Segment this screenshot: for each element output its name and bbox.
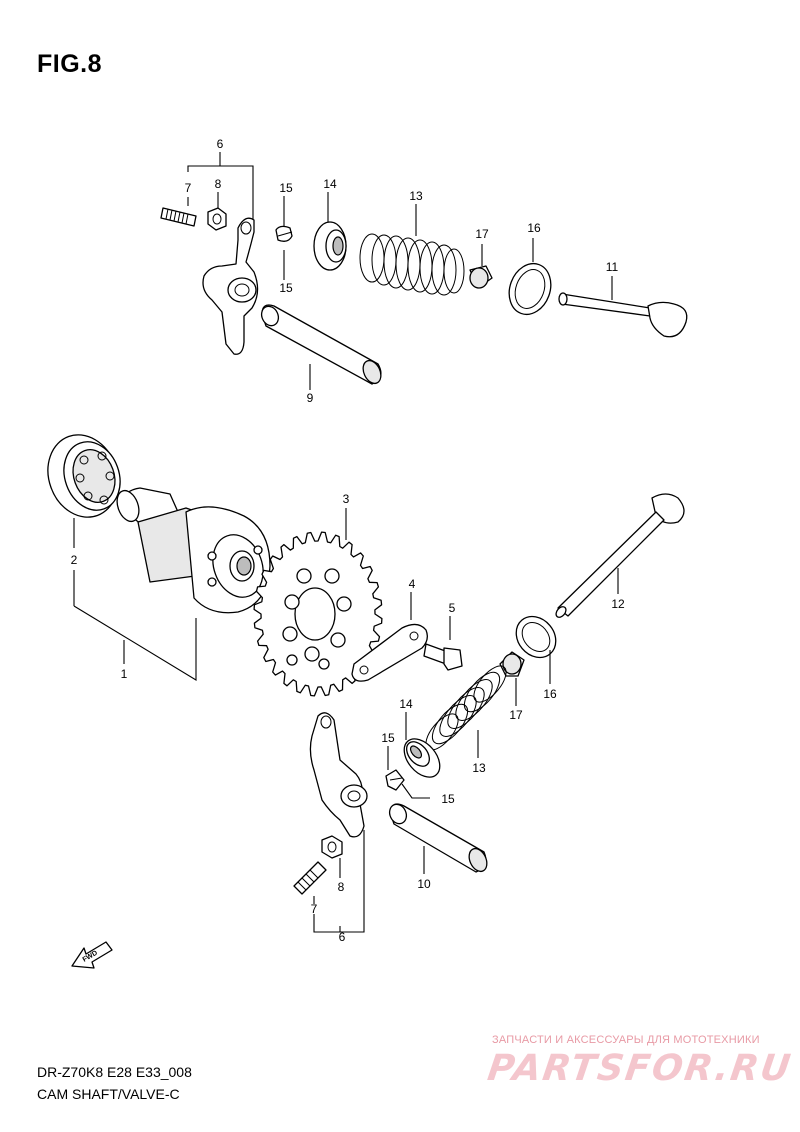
callout-15-top-b: 15 <box>279 281 293 295</box>
callout-7-top: 7 <box>185 181 192 195</box>
callout-17-bottom: 17 <box>509 708 523 722</box>
part-9-rocker-shaft-top <box>260 304 382 390</box>
callout-16-bottom: 16 <box>543 687 557 701</box>
part-8-lock-nut-bottom <box>321 835 343 878</box>
callout-11: 11 <box>606 260 619 274</box>
fwd-direction-arrow: FWD <box>71 941 113 969</box>
callout-14-bottom: 14 <box>399 697 413 711</box>
bracket-1-2 <box>73 518 197 681</box>
part-7-adjusting-screw-top <box>160 197 197 227</box>
callout-15-top-a: 15 <box>279 181 293 195</box>
callout-7-bottom: 7 <box>311 902 318 916</box>
part-17-stem-seal-top <box>469 244 493 289</box>
callout-12: 12 <box>611 597 625 611</box>
callout-15-bottom-a: 15 <box>381 731 395 745</box>
callout-14-top: 14 <box>323 177 337 191</box>
callout-1: 1 <box>121 667 128 681</box>
part-5-bolt <box>423 616 463 671</box>
part-2-bearing <box>47 434 121 518</box>
part-15-valve-cotter-top <box>275 196 293 280</box>
part-4-plate <box>351 592 428 682</box>
callout-6-bottom: 6 <box>339 930 346 944</box>
callout-16-top: 16 <box>527 221 541 235</box>
callout-2: 2 <box>71 553 78 567</box>
watermark-tagline: ЗАПЧАСТИ И АКСЕССУАРЫ ДЛЯ МОТОТЕХНИКИ <box>492 1034 760 1046</box>
part-10-rocker-shaft-bottom <box>388 803 488 874</box>
part-15-valve-cotter-bottom <box>385 746 430 799</box>
figure-title: FIG.8 <box>37 50 103 78</box>
callout-9: 9 <box>307 391 314 405</box>
part-3-cam-sprocket <box>253 508 383 697</box>
part-1-camshaft <box>116 487 271 614</box>
part-16-spring-seat-top <box>508 238 552 316</box>
part-17-stem-seal-bottom <box>499 651 525 706</box>
callout-13-top: 13 <box>409 189 423 203</box>
callout-3: 3 <box>343 492 350 506</box>
callout-6-top: 6 <box>217 137 224 151</box>
part-16-spring-seat-bottom <box>515 615 557 684</box>
bracket-6-top <box>187 152 254 220</box>
callout-8-bottom: 8 <box>338 880 345 894</box>
part-14-spring-retainer-top <box>313 192 347 271</box>
part-14-spring-retainer-bottom <box>403 712 441 778</box>
watermark-logo: PARTSFOR.RU <box>485 1048 795 1089</box>
callout-15-bottom-b: 15 <box>441 792 455 806</box>
part-8-lock-nut-top <box>207 192 227 231</box>
callout-8-top: 8 <box>215 177 222 191</box>
part-12-valve-bottom <box>555 493 685 618</box>
part-6-rocker-arm-bottom <box>309 712 368 933</box>
callout-17-top: 17 <box>475 227 489 241</box>
part-11-valve-top <box>558 276 688 338</box>
part-13-valve-spring-bottom <box>425 665 507 758</box>
part-13-valve-spring-top <box>359 204 465 296</box>
model-code: DR-Z70K8 E28 E33_008 <box>37 1064 192 1080</box>
part-7-adjusting-screw-bottom <box>293 861 327 904</box>
section-name: CAM SHAFT/VALVE-C <box>37 1086 180 1102</box>
callout-4: 4 <box>409 577 416 591</box>
part-6-rocker-arm-top <box>202 217 259 355</box>
callout-10: 10 <box>417 877 431 891</box>
callout-5: 5 <box>449 601 456 615</box>
callout-13-bottom: 13 <box>472 761 486 775</box>
